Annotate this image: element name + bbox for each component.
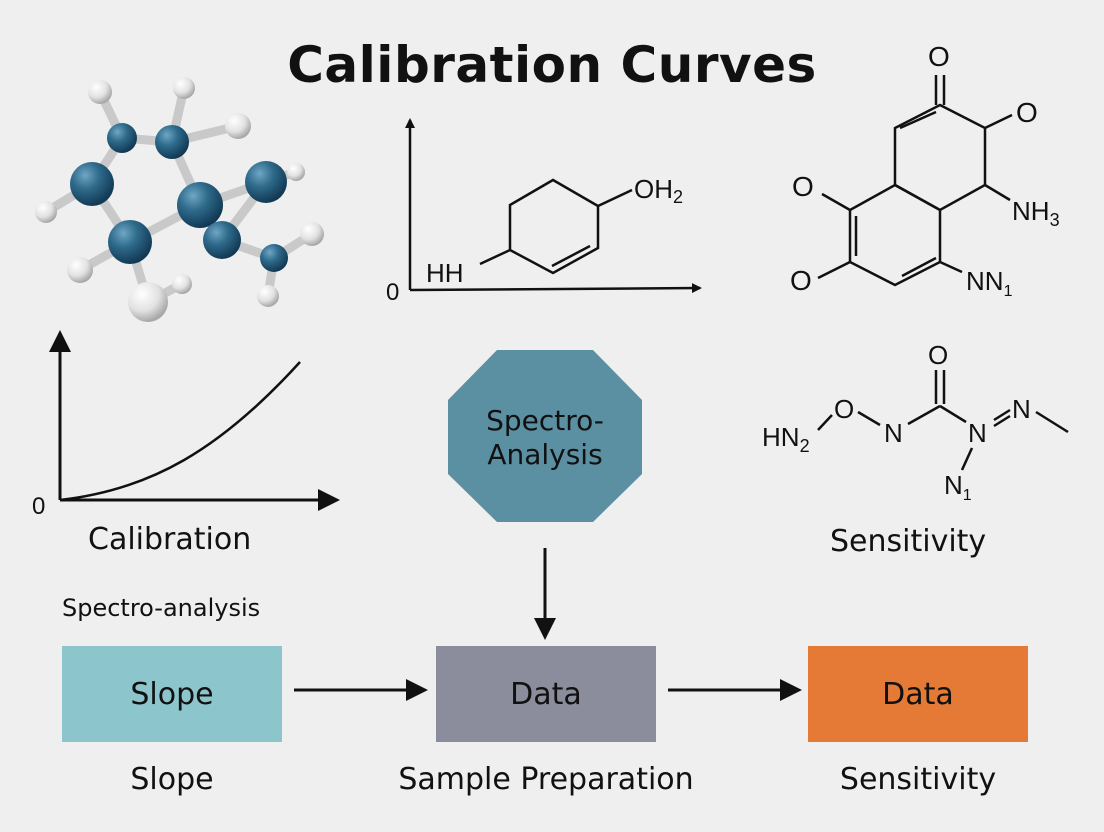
spectro-analysis-label: Spectro-analysis <box>62 594 261 622</box>
struct-o-right: O <box>1016 97 1038 128</box>
sample-preparation-caption: Sample Preparation <box>398 762 694 797</box>
top-axes <box>405 118 702 294</box>
sens-n-2: N <box>968 418 987 448</box>
slope-box: Slope <box>62 646 282 742</box>
sens-n1-bottom: N1 <box>944 470 972 504</box>
spectro-analysis-octagon <box>448 350 642 522</box>
sens-hn2-label: HN2 <box>762 422 810 456</box>
struct-nh3-label: NH3 <box>1012 196 1060 230</box>
top-hh-label: HH <box>426 258 464 288</box>
slope-box-label: Slope <box>130 676 214 712</box>
calibration-curve <box>59 361 301 502</box>
data-box-sensitivity-label: Data <box>882 676 954 712</box>
calibration-axes <box>49 330 340 511</box>
page-title: Calibration Curves <box>287 36 817 94</box>
cyclohexene-ring <box>479 178 633 275</box>
top-oh-label: OH2 <box>634 174 683 207</box>
sens-n-3: N <box>1012 394 1031 424</box>
data-box-sensitivity: Data <box>808 646 1028 742</box>
struct-o-left: O <box>792 171 814 202</box>
struct-o-bottom: O <box>790 265 812 296</box>
sens-n-1: N <box>884 418 903 448</box>
octagon-line-1: Spectro- <box>486 404 604 437</box>
top-axes-origin: 0 <box>386 279 399 306</box>
struct-o-top: O <box>928 41 950 72</box>
data-box-sample: Data <box>436 646 656 742</box>
slope-caption: Slope <box>130 762 214 797</box>
octagon-line-2: Analysis <box>487 438 603 471</box>
naphthoquinone-structure <box>817 75 1013 287</box>
sensitivity-caption: Sensitivity <box>830 524 987 559</box>
sensitivity-flow-caption: Sensitivity <box>839 762 997 797</box>
calibration-caption: Calibration <box>88 522 252 557</box>
sens-o-mid: O <box>834 394 854 424</box>
data-box-sample-label: Data <box>510 676 582 712</box>
ball-and-stick-molecule <box>35 77 324 322</box>
calibration-origin: 0 <box>32 493 45 520</box>
octagon-label: Spectro- Analysis <box>448 404 642 472</box>
struct-nn1-label: NN1 <box>966 266 1013 300</box>
sensitivity-structure <box>817 370 1069 471</box>
sens-o-top: O <box>928 340 948 370</box>
